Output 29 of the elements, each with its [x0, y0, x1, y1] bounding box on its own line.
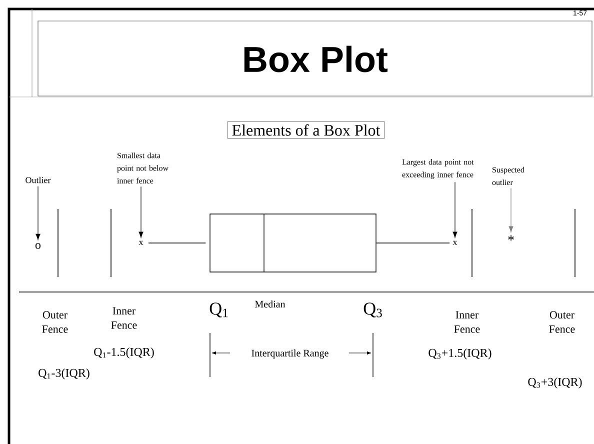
- median-label: Median: [255, 300, 286, 308]
- formula-label: Q$_{3}$+3(IQR): [528, 378, 582, 388]
- formula-label: Q$_{1}$-3(IQR): [38, 368, 90, 380]
- quartile-label: Q$_{3}$: [364, 302, 382, 318]
- whisker-line: [376, 242, 450, 244]
- callout-text: Smallest data point not below inner fence: [117, 152, 169, 184]
- leader-arrow: [36, 186, 40, 240]
- box: [210, 214, 376, 272]
- formula-label: Q$_{1}$-1.5(IQR): [94, 348, 154, 358]
- leader-arrow: [452, 182, 458, 238]
- callout-text: Suspected outlier: [492, 166, 524, 186]
- dimension-label: Interquartile Range: [252, 349, 328, 359]
- subtitle-box: Elements of a Box Plot: [228, 121, 384, 139]
- formula-label: Q$_{3}$+1.5(IQR): [428, 348, 492, 360]
- fence-label: Inner Fence: [454, 311, 480, 333]
- leader-arrow: [508, 188, 514, 232]
- fence-label: Outer Fence: [42, 311, 68, 333]
- fence-label: Inner Fence: [111, 307, 137, 329]
- callout-text: Outlier: [26, 176, 51, 184]
- data-point-mark: x: [452, 240, 458, 246]
- quartile-label: Q$_{1}$: [210, 302, 228, 318]
- title-box: Box Plot: [38, 20, 592, 96]
- outlier-mark: o: [35, 243, 41, 249]
- leader-arrow: [138, 186, 144, 238]
- whisker-line: [148, 242, 206, 244]
- callout-text: Largest data point not exceeding inner fence: [402, 159, 474, 179]
- outlier-mark: *: [508, 235, 514, 241]
- fence-label: Outer Fence: [549, 311, 575, 333]
- data-point-mark: x: [138, 240, 144, 246]
